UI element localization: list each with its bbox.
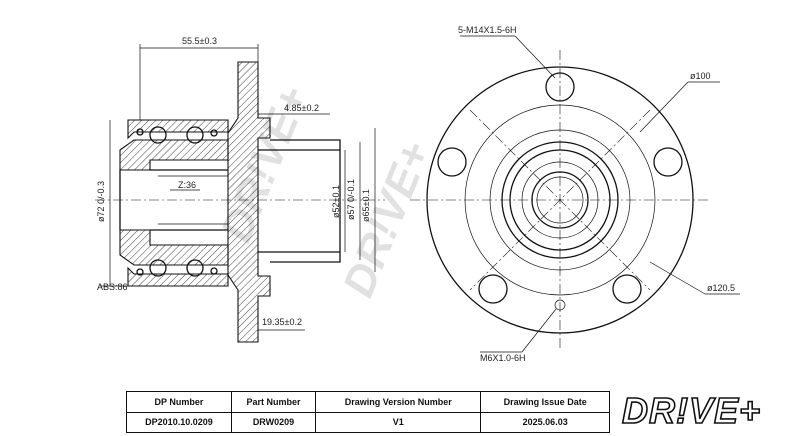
bolt-circle-label: ø100 [690, 71, 711, 81]
header-drawing-version: Drawing Version Number [315, 391, 482, 413]
brand-logo: DR!VE+ [621, 389, 762, 432]
header-part-number: Part Number [230, 391, 317, 413]
value-issue-date: 2025.06.03 [480, 411, 610, 433]
title-block-header-row: DP Number Part Number Drawing Version Nu… [126, 391, 610, 413]
spline-teeth-label: Z:36 [178, 180, 196, 190]
technical-drawing: 55.5±0.3 4.85±0.2 19.35±0.2 ø72 0/-0.3 ø… [95, 25, 740, 363]
value-dp-number: DP2010.10.0209 [126, 411, 232, 433]
dim-flange-width: 55.5±0.3 [182, 36, 217, 46]
section-dimensions: 55.5±0.3 4.85±0.2 19.35±0.2 ø72 0/-0.3 ø… [96, 36, 376, 331]
bearing-balls [136, 126, 218, 277]
abs-ring-label: ABS:86 [97, 282, 128, 292]
title-block-value-row: DP2010.10.0209 DRW0209 V1 2025.06.03 [126, 411, 610, 433]
header-dp-number: DP Number [126, 391, 232, 413]
screw-thread-label: M6X1.0-6H [480, 353, 526, 363]
flange-od-label: ø120.5 [707, 283, 735, 293]
dim-pilot-length: 19.35±0.2 [262, 317, 302, 327]
value-part-number: DRW0209 [230, 411, 317, 433]
stud-thread-label: 5-M14X1.5-6H [458, 25, 517, 35]
value-drawing-version: V1 [315, 411, 482, 433]
dim-pilot-d65: ø65±0.1 [361, 189, 371, 222]
dim-pilot-d57: ø57 0/-0.1 [346, 179, 356, 220]
dim-bearing-od: ø72 0/-0.3 [96, 181, 106, 222]
front-view: 5-M14X1.5-6H ø100 ø120.5 M6X1.0-6H [410, 25, 740, 363]
header-issue-date: Drawing Issue Date [480, 391, 610, 413]
dim-flange-thickness: 4.85±0.2 [284, 103, 319, 113]
title-block: DP Number Part Number Drawing Version Nu… [126, 391, 610, 433]
front-dimensions: 5-M14X1.5-6H ø100 ø120.5 M6X1.0-6H [458, 25, 740, 363]
section-view: 55.5±0.3 4.85±0.2 19.35±0.2 ø72 0/-0.3 ø… [95, 36, 385, 343]
dim-pilot-d52: ø52±0.1 [331, 185, 341, 218]
